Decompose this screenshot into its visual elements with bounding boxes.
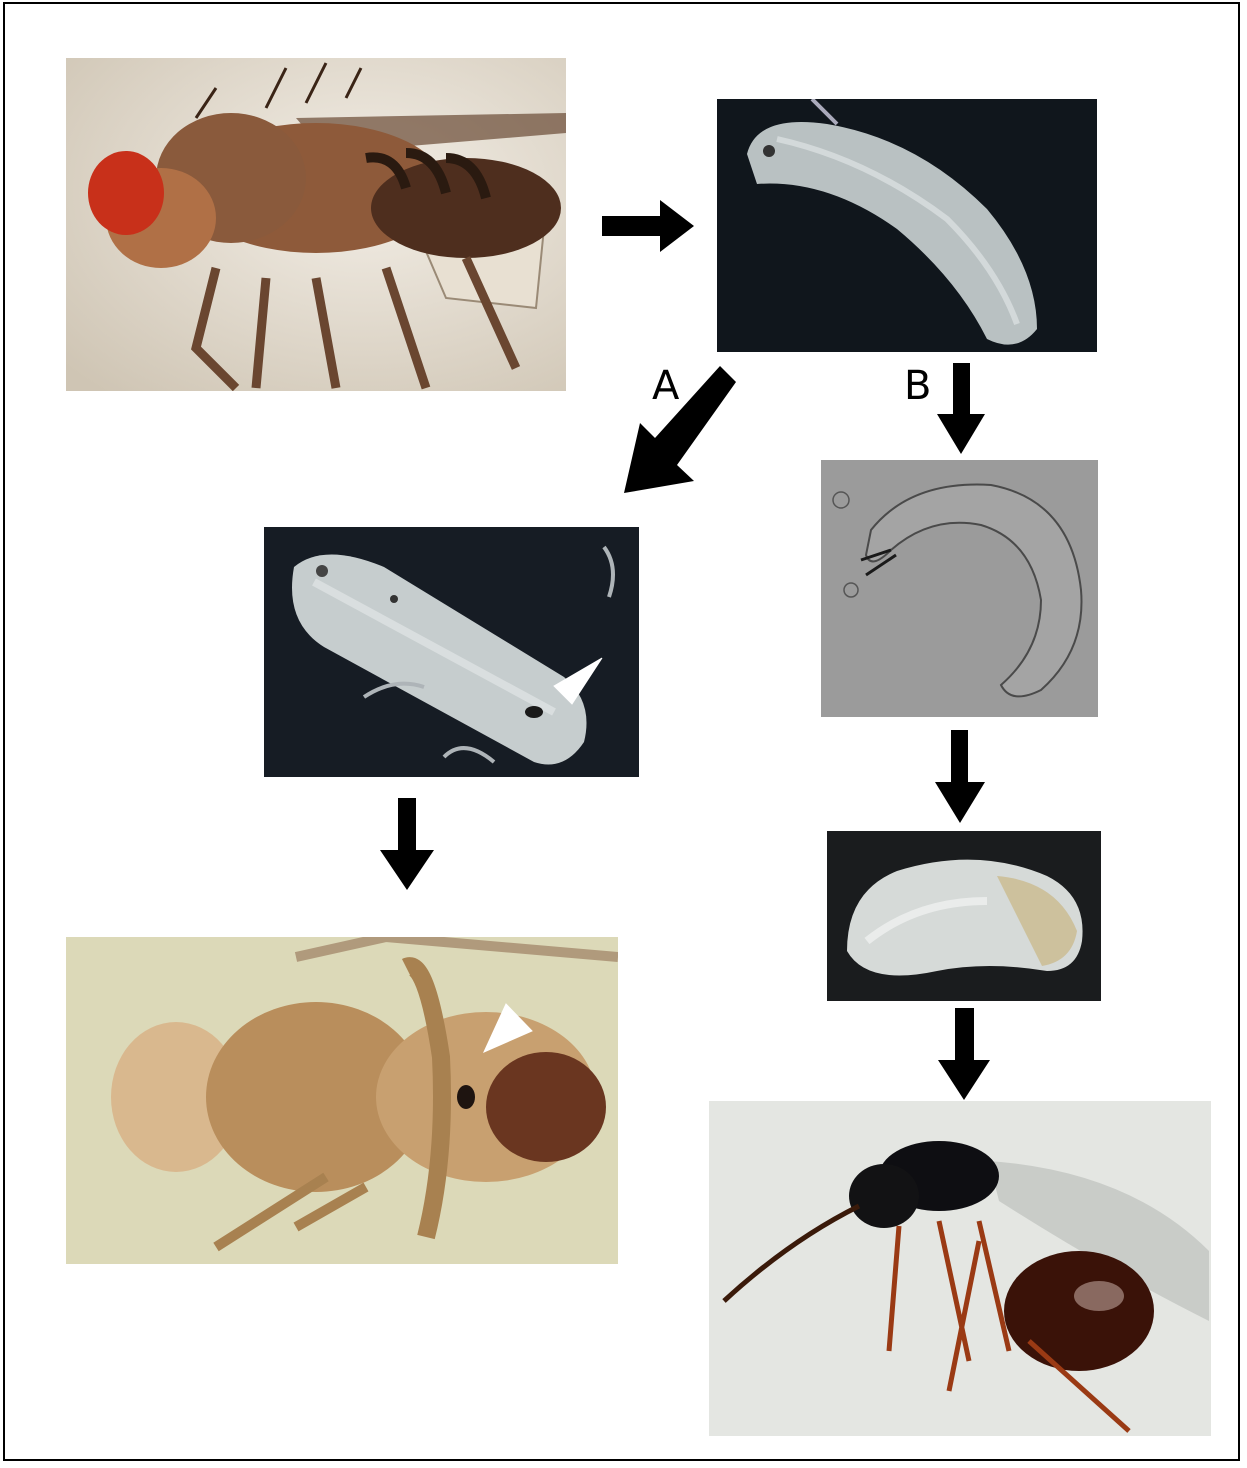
arrow-down-icon xyxy=(380,798,434,890)
arrow-down-b-icon xyxy=(937,363,985,454)
arrow-down-icon xyxy=(938,1008,990,1100)
arrow-diagonal-a-icon xyxy=(624,366,736,493)
capsule-marker-icon xyxy=(484,1004,532,1052)
branch-b-label: B xyxy=(904,366,931,406)
branch-a-label: A xyxy=(652,366,679,406)
capsule-marker-icon xyxy=(554,658,602,704)
arrow-down-icon xyxy=(935,730,985,823)
arrow-right-icon xyxy=(602,200,694,252)
